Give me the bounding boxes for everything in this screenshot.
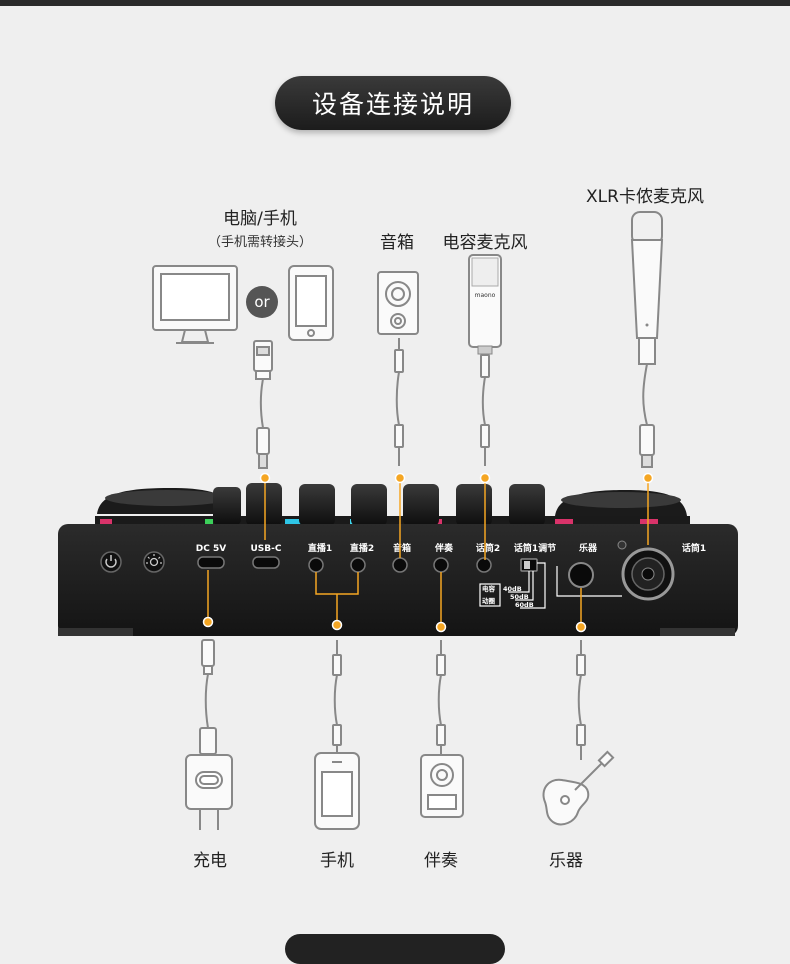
instrument-jack[interactable] bbox=[568, 562, 594, 588]
computer-phone-label: 电脑/手机 bbox=[223, 209, 297, 229]
connection-diagram: maono bbox=[58, 211, 738, 830]
usb-cable-icon bbox=[253, 340, 273, 469]
phone-cable-icon bbox=[332, 640, 342, 752]
charger-icon bbox=[185, 754, 233, 830]
mic2-jack[interactable] bbox=[476, 557, 492, 573]
computer-phone-note: （手机需转接头） bbox=[207, 235, 312, 250]
switch-condenser-label: 电容 bbox=[482, 584, 496, 593]
switch-60db-label: 60dB bbox=[515, 601, 534, 609]
dc-port[interactable] bbox=[197, 556, 225, 569]
speaker-label: 音箱 bbox=[380, 233, 414, 253]
instrument-label: 乐器 bbox=[549, 851, 583, 871]
xlr-cable-icon bbox=[639, 363, 655, 468]
accompany-jack[interactable] bbox=[433, 557, 449, 573]
accompany-label: 伴奏 bbox=[424, 851, 458, 871]
port-label-mic2: 话筒2 bbox=[476, 542, 500, 554]
speaker-icon bbox=[377, 271, 419, 335]
port-label-dc: DC 5V bbox=[196, 544, 226, 554]
phone-icon bbox=[288, 265, 334, 341]
port-label-mic1: 话筒1 bbox=[682, 542, 706, 554]
page-title: 设备连接说明 bbox=[275, 76, 511, 130]
mic-brand-text: maono bbox=[475, 292, 496, 299]
xlr-mic-icon bbox=[630, 211, 664, 365]
port-label-accompany: 伴奏 bbox=[434, 542, 454, 554]
instrument-cable-icon bbox=[576, 640, 586, 760]
switch-legend-lines bbox=[479, 562, 622, 609]
dc-cable-icon bbox=[199, 639, 217, 755]
accompany-device-icon bbox=[420, 754, 464, 818]
light-icon[interactable] bbox=[143, 551, 165, 573]
condenser-cable-icon bbox=[480, 354, 490, 466]
knob-icon bbox=[213, 483, 545, 526]
port-label-live1: 直播1 bbox=[308, 542, 332, 554]
switch-40db-label: 40dB bbox=[503, 585, 522, 593]
port-label-live2: 直播2 bbox=[350, 542, 374, 554]
condenser-mic-icon: maono bbox=[468, 254, 502, 355]
orange-connection-lines bbox=[207, 478, 649, 627]
xlr-mic-label: XLR卡侬麦克风 bbox=[586, 187, 704, 207]
phone-label: 手机 bbox=[320, 851, 354, 871]
switch-50db-label: 50dB bbox=[510, 593, 529, 601]
monitor-icon bbox=[152, 265, 238, 344]
usbc-port[interactable] bbox=[252, 556, 280, 569]
orange-dots bbox=[202, 472, 654, 633]
next-section-pill bbox=[285, 934, 505, 964]
phone-bottom-icon bbox=[314, 752, 360, 830]
port-label-mic1-adjust: 话筒1调节 bbox=[514, 542, 556, 554]
port-label-instrument: 乐器 bbox=[579, 542, 598, 554]
charger-label: 充电 bbox=[193, 851, 227, 871]
audio-mixer-device bbox=[58, 483, 738, 636]
accompany-cable-icon bbox=[436, 640, 446, 755]
top-bar bbox=[0, 0, 790, 6]
power-icon[interactable] bbox=[100, 551, 122, 573]
xlr-combo-port[interactable] bbox=[617, 540, 675, 601]
switch-dynamic-label: 动圈 bbox=[482, 596, 496, 605]
port-label-usbc: USB-C bbox=[251, 544, 282, 554]
speaker-jack[interactable] bbox=[392, 557, 408, 573]
condenser-mic-label: 电容麦克风 bbox=[442, 233, 528, 253]
live1-jack[interactable] bbox=[308, 557, 324, 573]
guitar-icon bbox=[542, 750, 615, 826]
speaker-cable-icon bbox=[394, 338, 404, 466]
live2-jack[interactable] bbox=[350, 557, 366, 573]
port-label-speaker: 音箱 bbox=[393, 542, 411, 554]
or-badge: or bbox=[246, 286, 278, 318]
